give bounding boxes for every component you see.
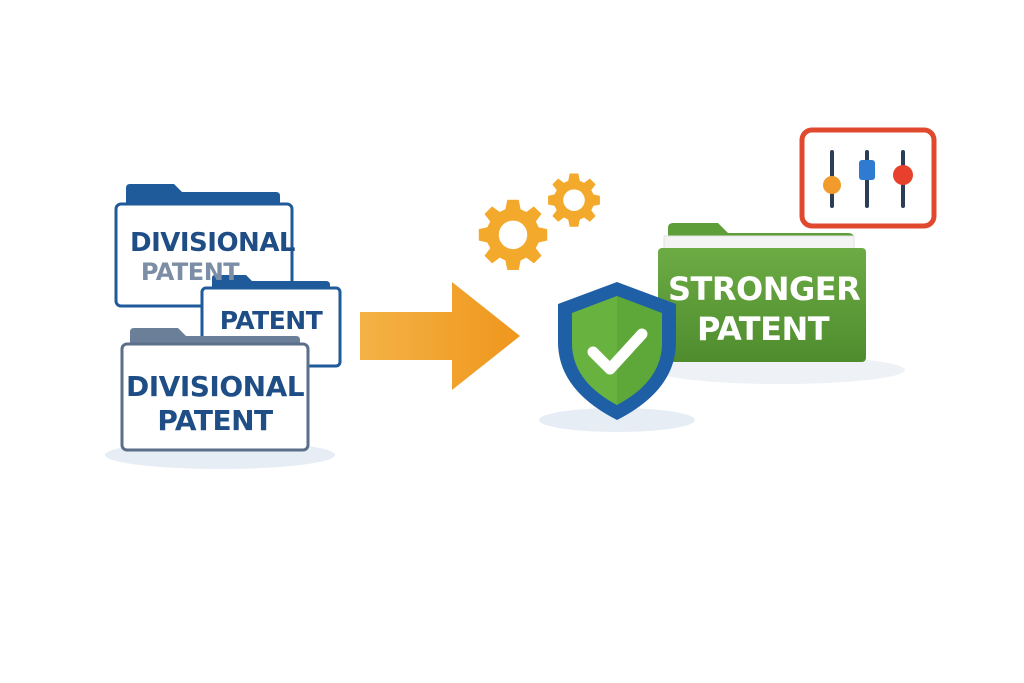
folder-result-label-line1: STRONGER <box>668 270 858 308</box>
folder-top-label-line1: DIVISIONAL <box>130 228 278 258</box>
shield-check-icon <box>558 282 676 420</box>
sliders-icon <box>802 130 934 226</box>
folder-top-label-line2: PATENT <box>130 258 250 286</box>
gear-icon <box>479 200 547 270</box>
folder-bottom-label-line2: PATENT <box>126 404 304 437</box>
arrow-right-icon <box>360 282 520 390</box>
slider-knob-red <box>893 165 913 185</box>
folder-bottom-label-line1: DIVISIONAL <box>126 370 304 403</box>
folder-result-label-line2: PATENT <box>668 310 858 348</box>
slider-knob-orange <box>823 176 841 194</box>
gear-icon <box>548 174 600 227</box>
slider-knob-blue <box>859 160 875 180</box>
folder-middle-label: PATENT <box>212 306 330 335</box>
